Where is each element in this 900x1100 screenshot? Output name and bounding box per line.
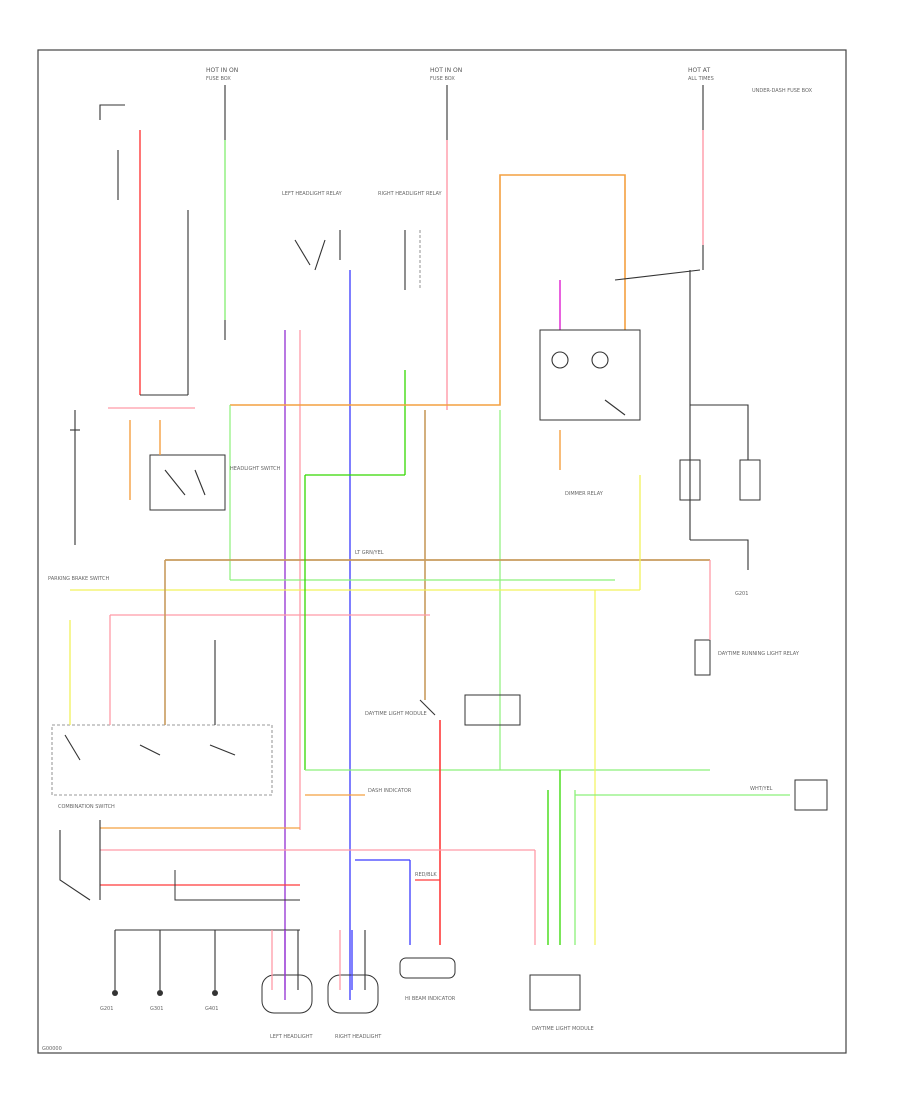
bottom-left-relay	[59, 820, 101, 901]
fuse-mid-sub: FUSE BOX	[430, 76, 455, 82]
left-headlight-relay: LEFT HEADLIGHT RELAY	[282, 191, 343, 1000]
fuse-feed-right: HOT AT ALL TIMES UNDER-DASH FUSE BOX	[688, 67, 813, 540]
right-headlight: RIGHT HEADLIGHT	[327, 930, 382, 1040]
headlight-switch-feed	[99, 104, 195, 409]
left-headlight: LEFT HEADLIGHT	[261, 930, 313, 1040]
daytime-connector-label: DAYTIME LIGHT MODULE	[532, 1026, 594, 1032]
headlight-switch-label: HEADLIGHT SWITCH	[230, 466, 281, 472]
dimmer-relay-label: DIMMER RELAY	[565, 491, 604, 497]
fuse-left-label: HOT IN ON	[206, 67, 238, 74]
dimmer-relay-box	[539, 329, 641, 421]
fuse-right-label: HOT AT	[688, 67, 710, 74]
daytime-module-label: DAYTIME LIGHT MODULE	[365, 711, 427, 717]
left-relay-label: LEFT HEADLIGHT RELAY	[282, 191, 343, 197]
headlight-switch-box	[149, 454, 226, 511]
fuse-feed-left: HOT IN ON FUSE BOX	[206, 67, 238, 340]
ground-label-3: G401	[205, 1006, 218, 1012]
left-headlight-label: LEFT HEADLIGHT	[270, 1034, 313, 1040]
daytime-module: DAYTIME LIGHT MODULE	[365, 694, 521, 945]
ground-g201: G201	[735, 591, 748, 597]
right-headlight-label: RIGHT HEADLIGHT	[335, 1034, 382, 1040]
fuse-right-sub: ALL TIMES	[688, 76, 714, 82]
daytime-connector: DAYTIME LIGHT MODULE	[529, 974, 594, 1032]
combination-switch: COMBINATION SWITCH	[51, 560, 273, 810]
daytime-relay: G201 DAYTIME RUNNING LIGHT RELAY	[679, 404, 800, 676]
combination-switch-box	[51, 724, 273, 796]
ground-label-1: G201	[100, 1006, 113, 1012]
dash-indicator-label: DASH INDICATOR	[368, 788, 412, 794]
redblk-label: RED/BLK	[415, 872, 437, 878]
daytime-module-box	[464, 694, 521, 726]
wht-label: WHT/YEL	[750, 786, 773, 792]
hi-beam-indicator: HI BEAM INDICATOR	[399, 957, 456, 1002]
ground-label-2: G301	[150, 1006, 163, 1012]
dimmer-relay: DIMMER RELAY	[539, 269, 701, 590]
fuse-left-sub: FUSE BOX	[206, 76, 231, 82]
main-bus: LT GRN/YEL	[70, 174, 710, 771]
daytime-relay-label: DAYTIME RUNNING LIGHT RELAY	[718, 651, 800, 657]
bottom-grounds: G201 G301 G401	[100, 929, 300, 1012]
hi-beam-indicator-label: HI BEAM INDICATOR	[405, 996, 456, 1002]
right-relay-label: RIGHT HEADLIGHT RELAY	[378, 191, 443, 197]
headlight-switch: HEADLIGHT SWITCH PARKING BRAKE SWITCH	[48, 410, 281, 582]
bus-wire-label: LT GRN/YEL	[355, 550, 384, 556]
fuse-mid-label: HOT IN ON	[430, 67, 462, 74]
fuse-feed-mid: HOT IN ON FUSE BOX	[430, 67, 462, 410]
corner-id: G00000	[42, 1046, 62, 1052]
lower-harness: DASH INDICATOR RED/BLK WHT/YEL	[100, 590, 828, 945]
diagram-frame	[37, 49, 847, 1054]
parking-brake-label: PARKING BRAKE SWITCH	[48, 576, 110, 582]
fuse-right-note: UNDER-DASH FUSE BOX	[752, 88, 813, 94]
right-headlight-relay: RIGHT HEADLIGHT RELAY	[349, 191, 443, 1000]
combination-switch-label: COMBINATION SWITCH	[58, 804, 115, 810]
